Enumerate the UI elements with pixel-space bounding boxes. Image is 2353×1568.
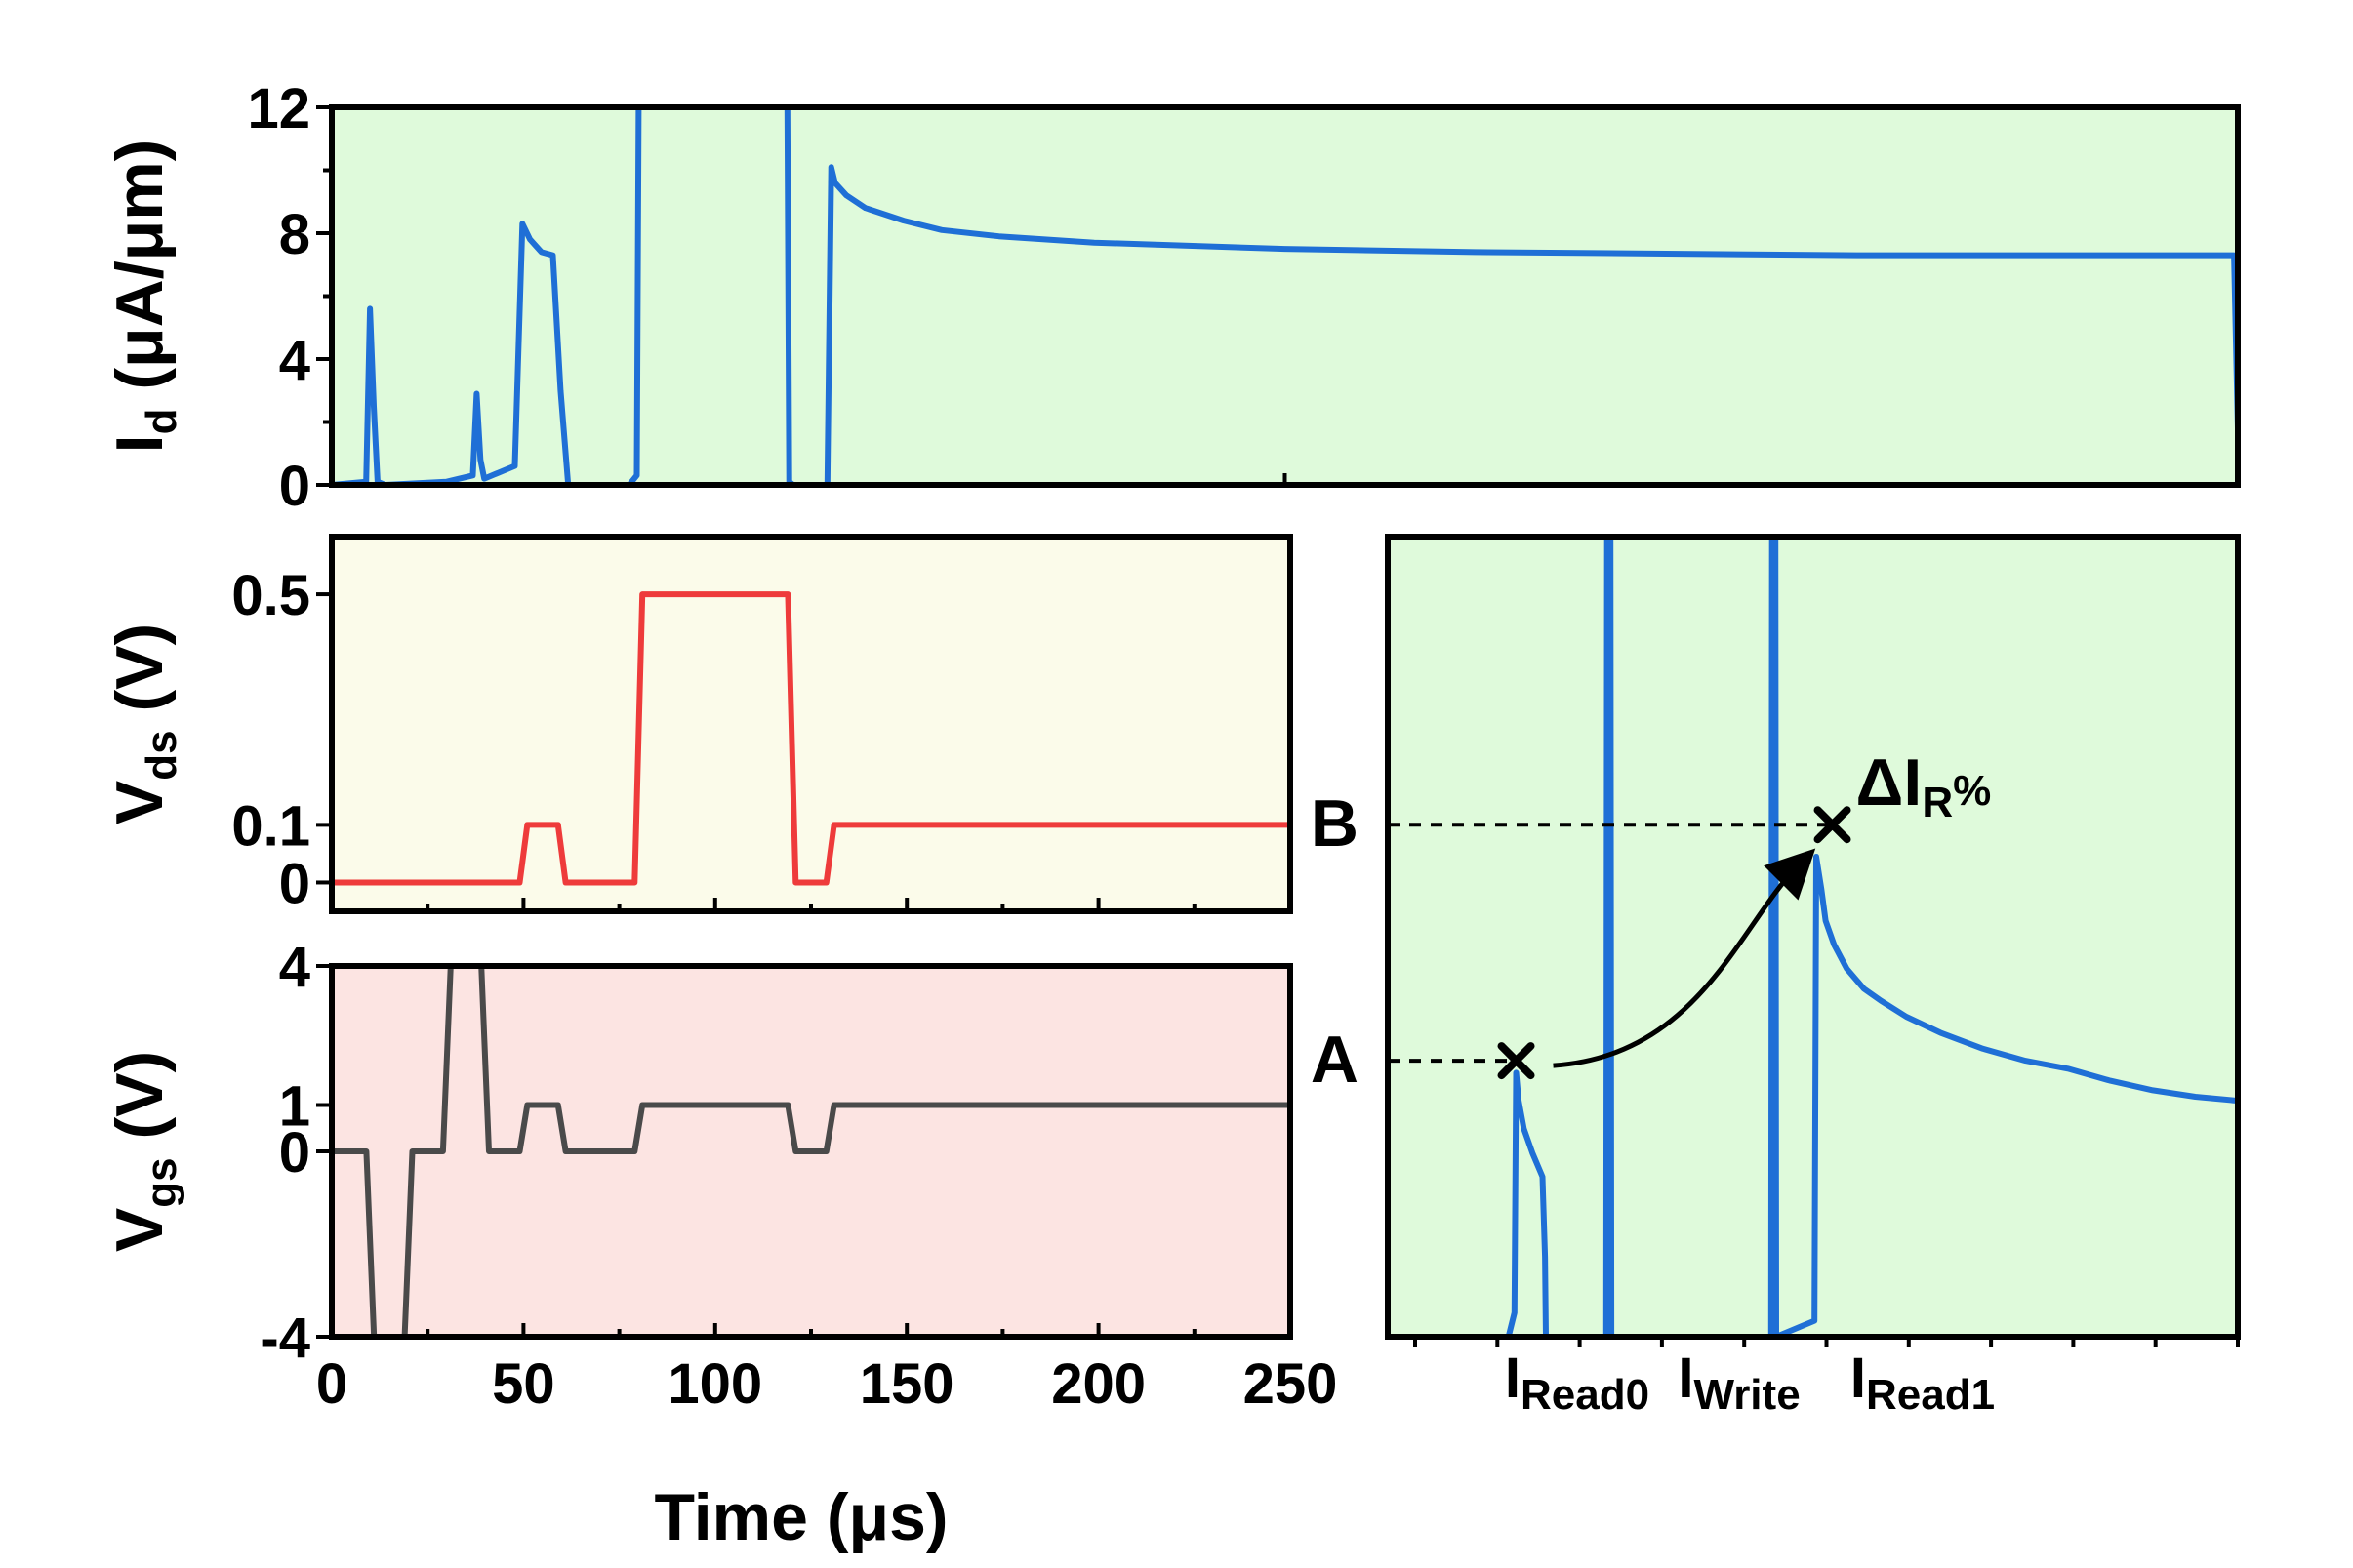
y-axis-title-main: V [102,781,177,824]
series-line-zoom_panel [1505,537,2238,1337]
y-axis-title-units: (V) [102,623,177,731]
delta-label-main: ΔI [1856,745,1923,820]
y-tick-label: 0 [279,852,310,915]
y-axis-title-subscript: gs [138,1157,185,1207]
y-axis-title: Vds (V) [102,623,185,824]
y-axis-title: Id (μA/μm) [102,140,185,454]
y-axis-title-main: I [102,434,177,453]
y-tick-label: 12 [247,77,310,141]
x-tick-label: 50 [492,1352,555,1416]
delta-label-subscript: R [1922,779,1953,826]
zoom-x-label-main: I [1850,1347,1866,1410]
y-tick-label: 1 [279,1075,310,1139]
y-tick-label: -4 [260,1307,310,1370]
series-line-vds_panel [332,591,1290,886]
marker-b-cross-icon [1813,806,1851,844]
x-tick-label: 0 [316,1352,347,1416]
plot-background [332,537,1290,911]
delta-label: ΔIR% [1856,745,1992,826]
y-tick-label: 4 [279,936,310,999]
x-tick-label: 200 [1051,1352,1146,1416]
series-line-id_panel [332,107,2238,485]
y-tick-label: 4 [279,329,310,392]
zoom-x-label-subscript: Read0 [1521,1371,1649,1419]
y-tick-label: 8 [279,203,310,266]
zoom-x-label: IRead0 [1505,1347,1649,1419]
zoom-x-label: IWrite [1678,1347,1800,1419]
y-tick-label: 0.5 [231,564,310,627]
y-tick-label: 0 [279,1121,310,1185]
y-axis-title-units: (μA/μm) [102,140,177,409]
marker-a-cross-icon [1497,1042,1535,1080]
label-a: A [1311,1023,1359,1097]
y-tick-label: 0.1 [231,794,310,858]
zoom-x-label-main: I [1678,1347,1693,1410]
y-tick-label: 0 [279,455,310,518]
x-tick-label: 100 [668,1352,762,1416]
y-axis-title-units: (V) [102,1051,177,1158]
series-line-vgs_panel [332,966,1290,1337]
plot-background [332,107,2238,485]
arrow-a-to-b [1553,848,1816,1068]
zoom-x-label-main: I [1505,1347,1521,1410]
zoom-x-label-subscript: Write [1693,1371,1800,1419]
plot-frame [329,104,2241,488]
y-axis-title: Vgs (V) [102,1051,185,1252]
x-tick-label: 150 [860,1352,954,1416]
zoom-x-label-subscript: Read1 [1866,1371,1995,1419]
y-axis-title-subscript: d [138,409,185,435]
label-b: B [1311,786,1359,861]
x-tick-label: 250 [1243,1352,1338,1416]
plot-frame [329,963,1293,1340]
x-axis-title: Time (μs) [654,1480,948,1554]
plot-frame [329,534,1293,914]
zoom-x-label: IRead1 [1850,1347,1995,1419]
y-axis-title-subscript: ds [138,730,185,780]
delta-label-suffix: % [1953,767,1991,815]
plot-frame [1385,534,2241,1340]
y-axis-title-main: V [102,1208,177,1252]
